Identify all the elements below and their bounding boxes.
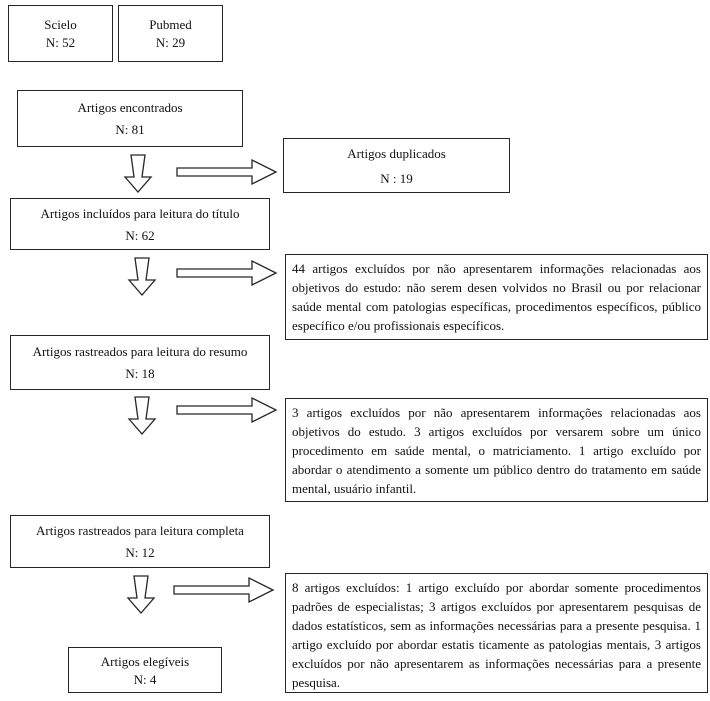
box-excluidos-titulo: 44 artigos excluídos por não apresentare… — [285, 254, 708, 340]
box-incluidos-leitura-titulo: Artigos incluídos para leitura do título… — [10, 198, 270, 250]
artigos-elegiveis-count: N: 4 — [133, 671, 157, 687]
right-arrow-icon — [176, 158, 278, 186]
rastreados-resumo-count: N: 18 — [125, 366, 155, 381]
artigos-duplicados-label: Artigos duplicados — [347, 145, 446, 161]
artigos-duplicados-count: N : 19 — [380, 170, 413, 186]
box-source-pubmed: Pubmed N: 29 — [118, 5, 223, 62]
right-arrow-icon — [176, 396, 278, 424]
box-artigos-duplicados: Artigos duplicados N : 19 — [283, 138, 510, 193]
source-pubmed-count: N: 29 — [155, 35, 186, 50]
box-source-scielo: Scielo N: 52 — [8, 5, 113, 62]
box-excluidos-completa: 8 artigos excluídos: 1 artigo excluído p… — [285, 573, 708, 693]
down-arrow-icon — [127, 396, 157, 435]
source-scielo-label: Scielo — [44, 17, 77, 32]
artigos-elegiveis-label: Artigos elegíveis — [100, 653, 190, 669]
down-arrow-icon — [127, 257, 157, 296]
rastreados-completa-label: Artigos rastreados para leitura completa — [36, 523, 244, 538]
box-rastreados-leitura-resumo: Artigos rastreados para leitura do resum… — [10, 335, 270, 390]
box-excluidos-resumo: 3 artigos excluídos por não apresentarem… — [285, 398, 708, 502]
right-arrow-icon — [173, 576, 275, 604]
box-artigos-elegiveis: Artigos elegíveis N: 4 — [68, 647, 222, 693]
down-arrow-icon — [126, 575, 156, 614]
source-scielo-count: N: 52 — [45, 35, 76, 50]
down-arrow-icon — [123, 154, 153, 193]
rastreados-resumo-label: Artigos rastreados para leitura do resum… — [32, 344, 248, 359]
box-rastreados-leitura-completa: Artigos rastreados para leitura completa… — [10, 515, 270, 568]
artigos-encontrados-label: Artigos encontrados — [77, 100, 183, 115]
rastreados-completa-count: N: 12 — [125, 545, 155, 560]
incluidos-titulo-label: Artigos incluídos para leitura do título — [40, 205, 240, 221]
artigos-encontrados-count: N: 81 — [115, 122, 145, 137]
right-arrow-icon — [176, 259, 278, 287]
source-pubmed-label: Pubmed — [149, 17, 192, 32]
box-artigos-encontrados: Artigos encontrados N: 81 — [17, 90, 243, 147]
incluidos-titulo-count: N: 62 — [125, 227, 155, 243]
